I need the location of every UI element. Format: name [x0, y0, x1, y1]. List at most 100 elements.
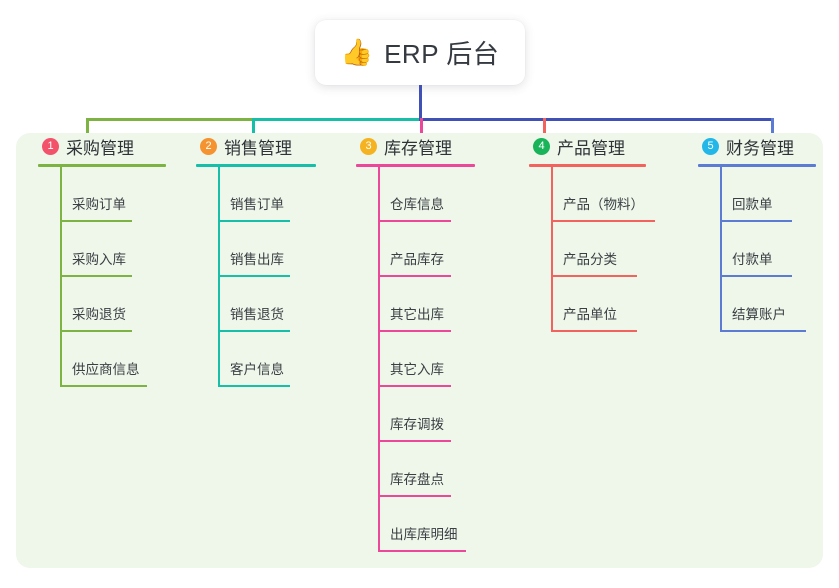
menu-item-underline — [378, 220, 451, 222]
column-stem-line — [720, 167, 722, 332]
menu-item-underline — [378, 550, 466, 552]
menu-item-label: 仓库信息 — [390, 197, 444, 212]
menu-item-underline — [720, 220, 792, 222]
menu-item[interactable]: 采购订单 — [38, 167, 166, 222]
menu-item-label: 出库库明细 — [390, 527, 458, 542]
menu-item-label: 销售出库 — [230, 252, 284, 267]
column-badge-4: 4 — [533, 137, 550, 155]
drop-line-4 — [543, 118, 546, 146]
thumbs-up-icon: 👍 — [340, 36, 374, 67]
menu-item-label: 产品分类 — [563, 252, 617, 267]
column-items: 回款单付款单结算账户 — [698, 167, 816, 332]
menu-item-label: 产品单位 — [563, 307, 617, 322]
menu-item-underline — [218, 330, 290, 332]
column-stem-line — [378, 167, 380, 552]
menu-item-underline — [60, 330, 132, 332]
column-title: 销售管理 — [224, 138, 292, 158]
branches-panel: 1 采购管理采购订单采购入库采购退货供应商信息 2 销售管理销售订单销售出库销售退货客… — [16, 133, 823, 568]
menu-item-underline — [378, 385, 451, 387]
menu-item[interactable]: 其它入库 — [356, 332, 475, 387]
drop-line-2 — [252, 118, 255, 146]
menu-item-underline — [378, 330, 451, 332]
menu-item-label: 库存调拨 — [390, 417, 444, 432]
column-underline — [196, 164, 316, 167]
menu-item-label: 销售订单 — [230, 197, 284, 212]
menu-item-label: 其它出库 — [390, 307, 444, 322]
menu-item-underline — [720, 330, 806, 332]
drop-line-3 — [420, 118, 423, 146]
trunk-line-vertical — [419, 85, 422, 121]
column-badge-2: 2 — [200, 137, 217, 155]
menu-item-underline — [551, 220, 655, 222]
column-title: 采购管理 — [66, 138, 134, 158]
menu-item[interactable]: 产品单位 — [529, 277, 646, 332]
menu-item-label: 库存盘点 — [390, 472, 444, 487]
menu-item[interactable]: 库存调拨 — [356, 387, 475, 442]
menu-item[interactable]: 销售退货 — [196, 277, 316, 332]
menu-item[interactable]: 销售出库 — [196, 222, 316, 277]
menu-item-label: 销售退货 — [230, 307, 284, 322]
bus-segment-1 — [86, 118, 255, 121]
menu-item[interactable]: 产品（物料） — [529, 167, 655, 222]
column-underline — [356, 164, 475, 167]
menu-item[interactable]: 付款单 — [698, 222, 816, 277]
menu-item-underline — [60, 220, 132, 222]
column-1: 1 采购管理采购订单采购入库采购退货供应商信息 — [38, 133, 166, 387]
column-stem-line — [551, 167, 553, 332]
menu-item-underline — [378, 440, 451, 442]
menu-item-underline — [60, 385, 147, 387]
menu-item-underline — [218, 220, 290, 222]
menu-item-label: 采购退货 — [72, 307, 126, 322]
menu-item-underline — [218, 385, 290, 387]
menu-item-label: 付款单 — [732, 252, 773, 267]
drop-line-5 — [771, 118, 774, 146]
bus-segment-3 — [419, 118, 774, 121]
column-title: 产品管理 — [557, 138, 625, 158]
menu-item-label: 供应商信息 — [72, 362, 140, 377]
column-underline — [529, 164, 646, 167]
menu-item[interactable]: 出库库明细 — [356, 497, 475, 552]
column-stem-line — [60, 167, 62, 387]
column-header-2[interactable]: 2 销售管理 — [196, 133, 316, 159]
menu-item[interactable]: 仓库信息 — [356, 167, 475, 222]
column-header-1[interactable]: 1 采购管理 — [38, 133, 166, 159]
root-node-content: 👍 ERP 后台 — [341, 34, 500, 71]
menu-item[interactable]: 回款单 — [698, 167, 816, 222]
menu-item[interactable]: 客户信息 — [196, 332, 316, 387]
menu-item-label: 其它入库 — [390, 362, 444, 377]
menu-item[interactable]: 结算账户 — [698, 277, 816, 332]
column-stem-line — [218, 167, 220, 387]
column-underline — [698, 164, 816, 167]
column-underline — [38, 164, 166, 167]
menu-item-label: 产品库存 — [390, 252, 444, 267]
menu-item-underline — [60, 275, 132, 277]
column-badge-3: 3 — [360, 137, 377, 155]
menu-item[interactable]: 产品分类 — [529, 222, 646, 277]
menu-item-underline — [551, 330, 637, 332]
menu-item-label: 结算账户 — [732, 307, 786, 322]
menu-item[interactable]: 库存盘点 — [356, 442, 475, 497]
column-badge-5: 5 — [702, 137, 719, 155]
column-badge-1: 1 — [42, 137, 59, 155]
menu-item-label: 采购订单 — [72, 197, 126, 212]
root-node-card[interactable]: 👍 ERP 后台 — [315, 20, 525, 85]
menu-item-underline — [378, 495, 451, 497]
menu-item[interactable]: 供应商信息 — [38, 332, 166, 387]
menu-item[interactable]: 采购入库 — [38, 222, 166, 277]
menu-item[interactable]: 产品库存 — [356, 222, 475, 277]
page-title: ERP 后台 — [384, 39, 500, 69]
column-items: 仓库信息产品库存其它出库其它入库库存调拨库存盘点出库库明细 — [356, 167, 475, 552]
menu-item[interactable]: 销售订单 — [196, 167, 316, 222]
column-header-4[interactable]: 4 产品管理 — [529, 133, 646, 159]
menu-item-label: 采购入库 — [72, 252, 126, 267]
menu-item-underline — [551, 275, 637, 277]
menu-item[interactable]: 其它出库 — [356, 277, 475, 332]
column-2: 2 销售管理销售订单销售出库销售退货客户信息 — [196, 133, 316, 387]
menu-item[interactable]: 采购退货 — [38, 277, 166, 332]
menu-item-underline — [218, 275, 290, 277]
